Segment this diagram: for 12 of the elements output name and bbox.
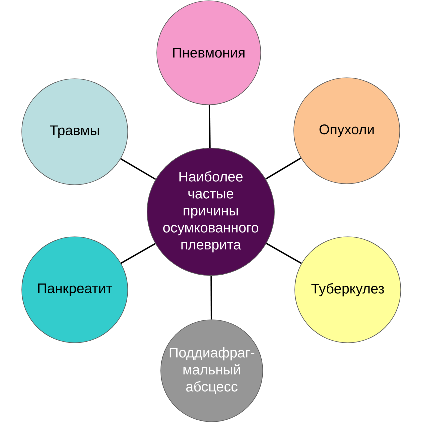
connector-line: [120, 158, 156, 180]
circle-node: Поддиафраг- мальный абсцесс: [160, 320, 264, 422]
circle-node: Панкреатит: [22, 236, 128, 344]
circle-node: Туберкулез: [294, 236, 402, 344]
connector-line: [266, 158, 302, 180]
circle-node: Травмы: [22, 78, 128, 186]
connector-line: [266, 243, 302, 264]
circle-node: Пневмония: [156, 0, 262, 106]
connector-line: [210, 276, 212, 320]
circle-node: Опухоли: [294, 78, 400, 184]
connector-line: [120, 243, 156, 264]
connector-line: [208, 105, 211, 148]
